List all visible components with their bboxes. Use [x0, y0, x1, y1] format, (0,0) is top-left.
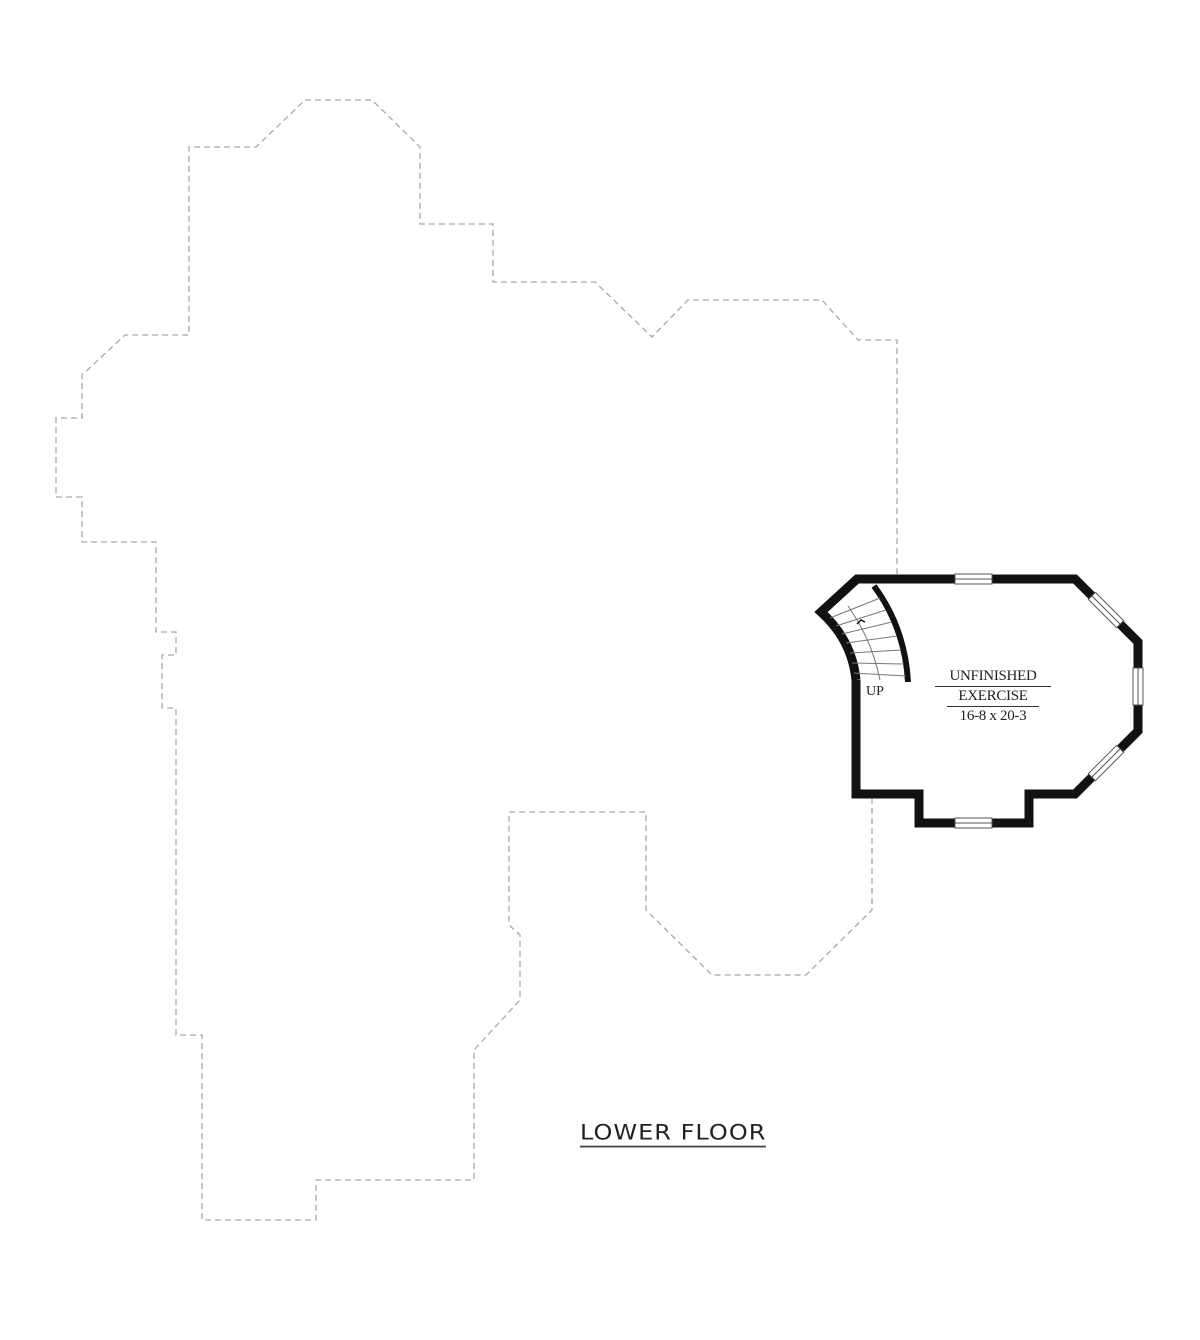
stair-up-label: UP [866, 684, 884, 699]
room-name-line2: EXERCISE [947, 687, 1039, 707]
stair-treads [829, 597, 907, 681]
upper-floor-dashed-outline [305, 99, 898, 575]
room-name-line1: UNFINISHED [935, 667, 1051, 687]
plan-title: LOWER FLOOR [580, 1120, 767, 1148]
upper-floor-dashed-outline-lower [55, 99, 873, 1221]
room-label: UNFINISHED EXERCISE 16-8 x 20-3 [935, 667, 1051, 726]
window-upper-diagonal [1087, 591, 1125, 629]
room-dimensions: 16-8 x 20-3 [959, 708, 1027, 724]
windows [954, 573, 1144, 829]
window-lower-diagonal [1087, 744, 1125, 782]
